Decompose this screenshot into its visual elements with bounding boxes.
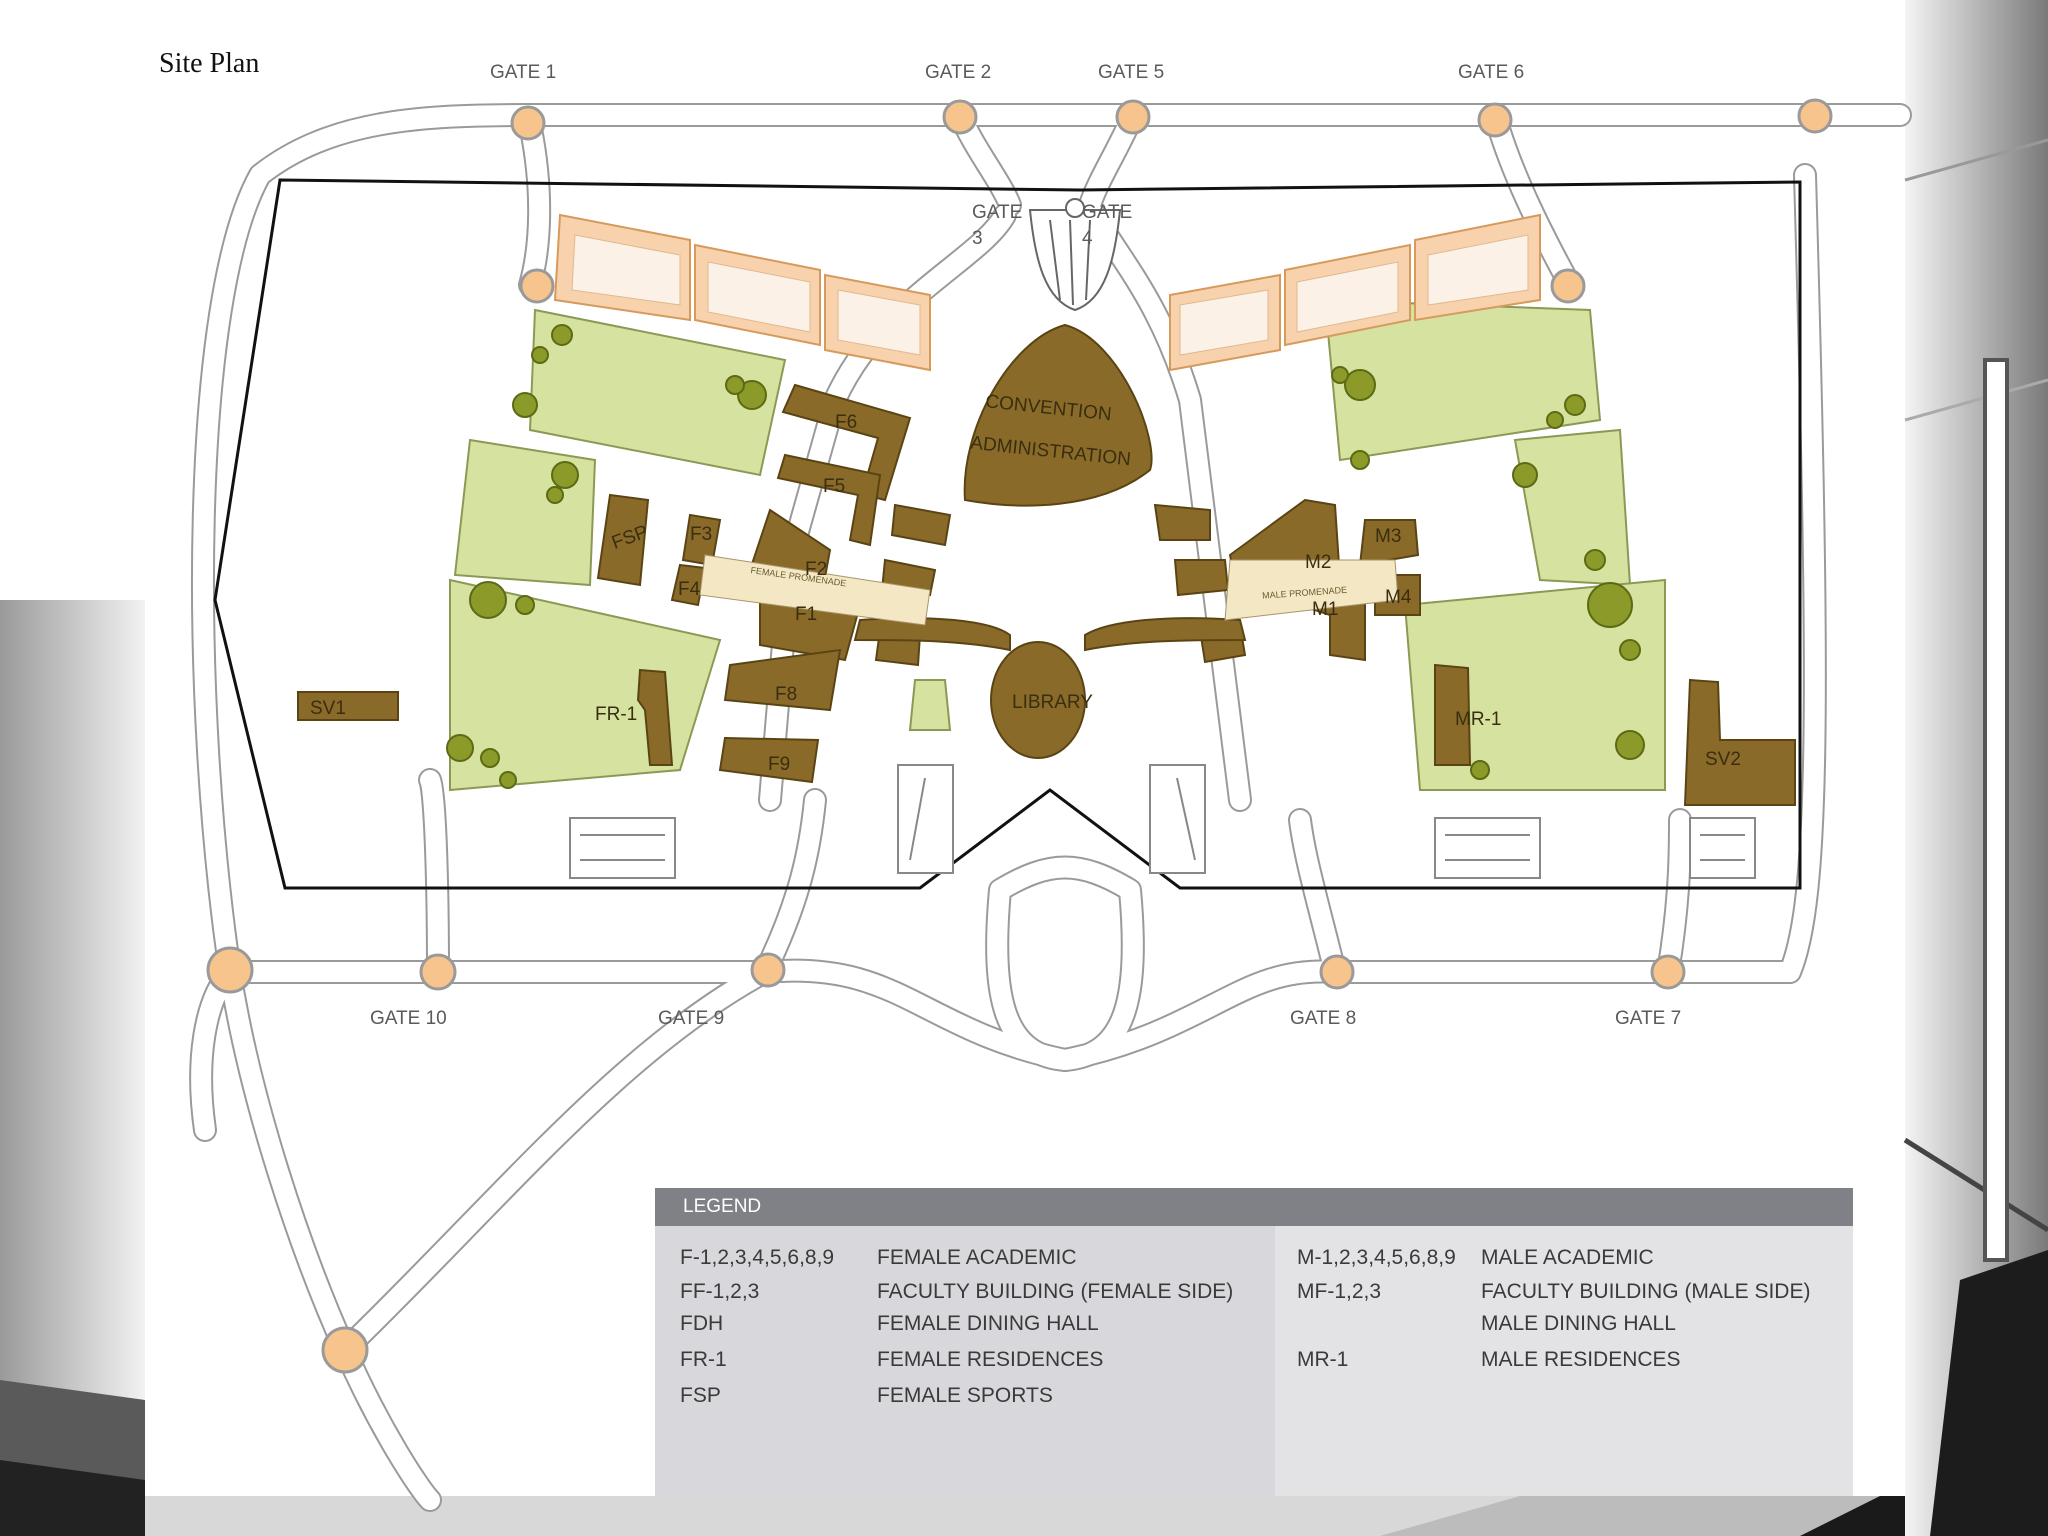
building-f5 [776, 453, 882, 547]
legend-code: FSP [680, 1384, 721, 1407]
legend-desc: FEMALE ACADEMIC [877, 1246, 1077, 1269]
label-sv2: SV2 [1705, 749, 1741, 770]
label-m3: M3 [1375, 526, 1401, 547]
gate-3-number: 3 [972, 228, 983, 249]
parking-lot-grid [571, 234, 1529, 356]
label-f8: F8 [775, 684, 797, 705]
label-m2: M2 [1305, 552, 1331, 573]
gate-8-label: GATE 8 [1290, 1008, 1356, 1029]
legend-desc: FEMALE RESIDENCES [877, 1348, 1104, 1371]
label-f6: F6 [835, 412, 857, 433]
label-f5: F5 [823, 476, 845, 497]
wing-male [1084, 617, 1247, 652]
legend-code: M-1,2,3,4,5,6,8,9 [1297, 1246, 1456, 1269]
legend-desc: MALE RESIDENCES [1481, 1348, 1681, 1371]
legend-code: MF-1,2,3 [1297, 1280, 1382, 1303]
building-fr1 [636, 668, 674, 766]
label-f1: F1 [795, 604, 817, 625]
building-ff-1 [890, 503, 952, 547]
entrance-plaza [1028, 198, 1122, 312]
legend-code: MR-1 [1297, 1348, 1349, 1371]
building-m3 [1358, 519, 1420, 567]
gate-6-label: GATE 6 [1458, 62, 1524, 83]
legend-panel: LEGEND F-1,2,3,4,5,6,8,9 FEMALE ACADEMIC… [655, 1188, 1853, 1496]
legend-code: F-1,2,3,4,5,6,8,9 [680, 1246, 835, 1269]
convention-administration-building [963, 323, 1153, 507]
gate-3-label: GATE [972, 202, 1022, 223]
building-mf-1 [1153, 503, 1211, 541]
label-m1: M1 [1312, 599, 1338, 620]
small-parking [569, 764, 1756, 879]
building-f9 [718, 736, 820, 784]
label-f9: F9 [768, 754, 790, 775]
legend-body: F-1,2,3,4,5,6,8,9 FEMALE ACADEMIC FF-1,2… [655, 1226, 1853, 1496]
building-mr1 [1434, 663, 1472, 766]
building-f4 [670, 563, 707, 607]
legend-desc: MALE ACADEMIC [1481, 1246, 1654, 1269]
label-sv1: SV1 [310, 698, 346, 719]
gate-4-number: 4 [1082, 228, 1093, 249]
legend-desc: MALE DINING HALL [1481, 1312, 1676, 1335]
legend-code: FF-1,2,3 [680, 1280, 760, 1303]
gate-1-label: GATE 1 [490, 62, 556, 83]
legend-desc: FACULTY BUILDING (FEMALE SIDE) [877, 1280, 1234, 1303]
page-title: Site Plan [159, 48, 260, 79]
building-sv2 [1683, 678, 1796, 806]
label-library: LIBRARY [1012, 692, 1093, 713]
gate-9-label: GATE 9 [658, 1008, 724, 1029]
gate-10-label: GATE 10 [370, 1008, 447, 1029]
label-f3: F3 [690, 524, 712, 545]
roundabouts [206, 98, 1833, 1374]
legend-header: LEGEND [655, 1188, 1853, 1226]
label-mr1: MR-1 [1455, 709, 1501, 730]
label-fr1: FR-1 [595, 704, 637, 725]
road-network [189, 103, 1912, 1512]
building-mf-2 [1173, 559, 1230, 597]
trees [446, 324, 1645, 789]
building-fsp [596, 493, 650, 587]
legend-code: FR-1 [680, 1348, 727, 1371]
legend-desc: FEMALE DINING HALL [877, 1312, 1099, 1335]
gate-5-label: GATE 5 [1098, 62, 1164, 83]
legend-female-column: F-1,2,3,4,5,6,8,9 FEMALE ACADEMIC FF-1,2… [655, 1226, 1275, 1496]
site-boundary [213, 178, 1802, 890]
building-sv1 [297, 691, 399, 721]
gate-7-label: GATE 7 [1615, 1008, 1681, 1029]
legend-male-column: M-1,2,3,4,5,6,8,9 MALE ACADEMIC MF-1,2,3… [1275, 1226, 1853, 1496]
promenades [699, 554, 1399, 626]
gate-labels: GATE 1 GATE 2 GATE 5 GATE 6 GATE 3 GATE … [370, 62, 1681, 1029]
label-f4: F4 [678, 579, 701, 600]
legend-code: FDH [680, 1312, 724, 1335]
library-building [990, 641, 1086, 759]
gate-4-label: GATE [1082, 202, 1132, 223]
building-f8 [723, 648, 842, 712]
legend-desc: FEMALE SPORTS [877, 1384, 1053, 1407]
label-m4: M4 [1385, 587, 1412, 608]
label-f2: F2 [805, 559, 827, 580]
legend-desc: FACULTY BUILDING (MALE SIDE) [1481, 1280, 1811, 1303]
gate-2-label: GATE 2 [925, 62, 991, 83]
